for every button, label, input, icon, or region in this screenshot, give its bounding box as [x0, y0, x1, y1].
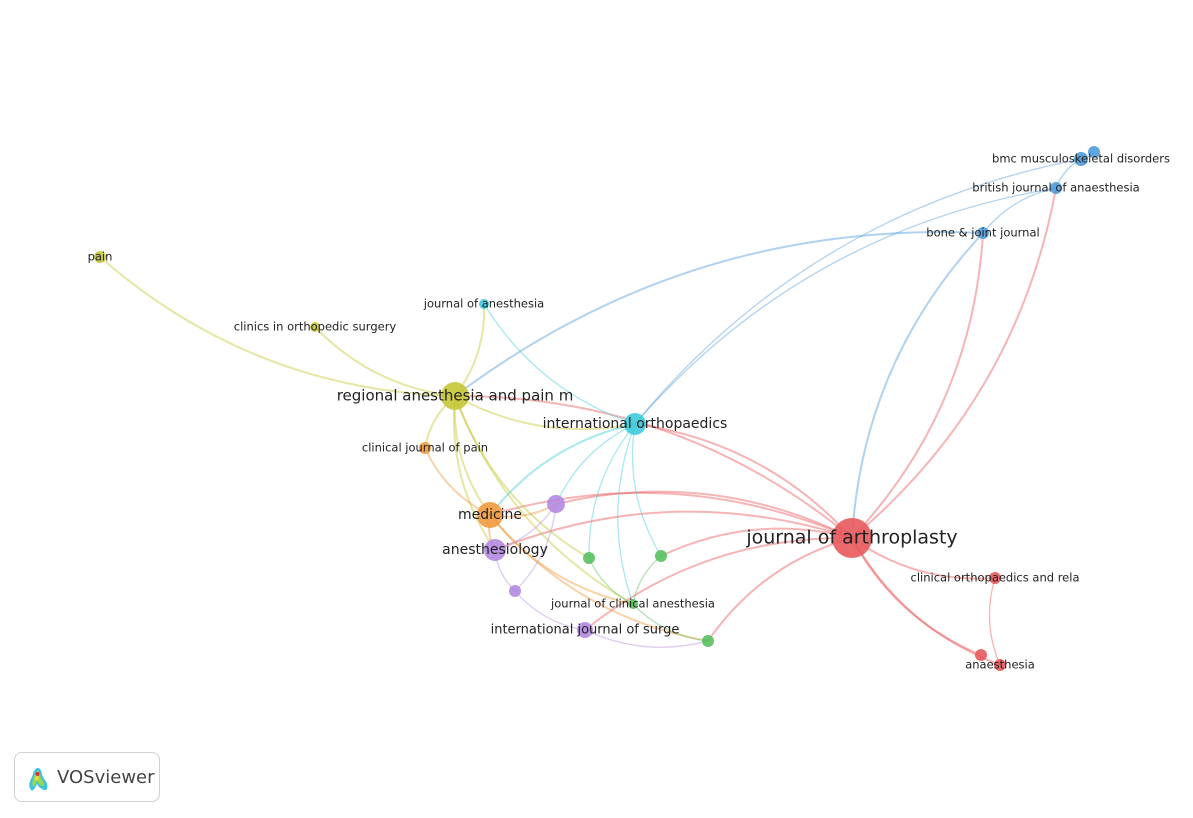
node-rapm[interactable]: [441, 382, 469, 410]
label-layer: journal of arthroplasty clinical orthopae…: [88, 152, 1170, 672]
node-label-ijs[interactable]: international journal of surge: [491, 623, 680, 638]
link-bjj-joa: [851, 232, 984, 539]
link-bjj-rapm: [454, 231, 984, 397]
node-bmc[interactable]: [1074, 152, 1088, 166]
node-pain[interactable]: [94, 251, 106, 263]
link-rapm-jca: [454, 395, 634, 605]
node-label-joa[interactable]: journal of arthroplasty: [745, 527, 957, 549]
node-label-joan[interactable]: journal of anesthesia: [423, 297, 544, 311]
link-io-jca: [617, 423, 636, 605]
link-joa-bja: [851, 187, 1057, 539]
link-rapm-g1: [454, 395, 590, 559]
node-label-bmc[interactable]: bmc musculoskeletal disorders: [992, 152, 1170, 166]
node-b2[interactable]: [1088, 146, 1100, 158]
link-joa-rapm: [454, 394, 853, 539]
node-joan[interactable]: [479, 299, 489, 309]
node-ijs[interactable]: [577, 622, 593, 638]
link-pain-rapm: [99, 256, 456, 397]
link-cios-rapm: [314, 326, 456, 397]
link-joan-io: [483, 303, 636, 425]
link-joa-ijs: [584, 536, 853, 631]
node-io[interactable]: [624, 413, 646, 435]
link-joa-io: [634, 423, 853, 539]
link-joa-g2: [660, 527, 853, 557]
node-g2[interactable]: [655, 550, 667, 562]
link-rapm-io: [454, 395, 636, 431]
node-label-bja[interactable]: british journal of anaesthesia: [972, 181, 1139, 195]
node-label-anaes[interactable]: anaesthesia: [965, 658, 1035, 672]
node-label-cios[interactable]: clinics in orthopedic surgery: [234, 320, 397, 334]
node-anaes[interactable]: [994, 659, 1006, 671]
link-rapm-anes: [452, 395, 496, 551]
link-io-med: [489, 423, 636, 516]
node-cjp[interactable]: [419, 442, 431, 454]
link-ijs-g4: [584, 629, 709, 648]
link-joa-med: [489, 491, 853, 539]
link-joa-g4: [707, 537, 853, 642]
link-joa-p1: [555, 490, 853, 539]
link-med-g4: [489, 514, 709, 642]
node-anes[interactable]: [484, 539, 506, 561]
node-p1[interactable]: [547, 495, 565, 513]
link-rapm-med: [453, 395, 491, 516]
link-io-g1: [588, 423, 636, 559]
link-g1-jca: [588, 557, 634, 605]
link-io-g2: [631, 423, 662, 557]
node-g1[interactable]: [583, 552, 595, 564]
link-bja-bjj: [982, 187, 1057, 234]
node-label-med[interactable]: medicine: [458, 507, 522, 523]
link-corr-anaes: [988, 577, 1001, 666]
vosviewer-logo: VOSviewer: [14, 752, 160, 802]
node-layer: [94, 146, 1100, 671]
logo-label: VOSviewer: [57, 766, 155, 788]
vosviewer-logo-icon: [29, 768, 48, 791]
link-p3-p1: [514, 503, 557, 592]
node-label-io[interactable]: international orthopaedics: [543, 416, 728, 432]
link-joa-bjj: [851, 232, 984, 539]
node-p3[interactable]: [509, 585, 521, 597]
link-bmc-io: [634, 158, 1082, 425]
node-label-bjj[interactable]: bone & joint journal: [926, 226, 1039, 240]
link-p3-ijs: [514, 590, 586, 631]
node-bja[interactable]: [1050, 182, 1062, 194]
link-rapm-joan: [454, 303, 486, 397]
link-med-jca: [489, 514, 634, 605]
node-label-rapm[interactable]: regional anesthesia and pain m: [337, 387, 574, 405]
link-joa-anes: [494, 510, 853, 551]
node-label-pain[interactable]: pain: [88, 250, 113, 264]
link-layer: [99, 151, 1095, 666]
node-bjj[interactable]: [977, 227, 989, 239]
node-joa[interactable]: [832, 518, 872, 558]
node-label-corr[interactable]: clinical orthopaedics and rela: [911, 571, 1080, 585]
link-jca-g4: [632, 603, 709, 642]
node-r4[interactable]: [975, 649, 987, 661]
node-corr[interactable]: [989, 572, 1001, 584]
node-label-jca[interactable]: journal of clinical anesthesia: [550, 597, 715, 611]
link-bja-io: [634, 187, 1057, 425]
node-g4[interactable]: [702, 635, 714, 647]
node-label-anes[interactable]: anesthesiology: [442, 542, 548, 558]
node-med[interactable]: [477, 502, 503, 528]
node-jca[interactable]: [628, 599, 638, 609]
link-joa-r4: [851, 537, 982, 656]
node-cios[interactable]: [310, 322, 320, 332]
node-label-cjp[interactable]: clinical journal of pain: [362, 441, 488, 455]
link-io-p1: [555, 423, 636, 505]
link-joa-anaes: [851, 537, 1001, 666]
